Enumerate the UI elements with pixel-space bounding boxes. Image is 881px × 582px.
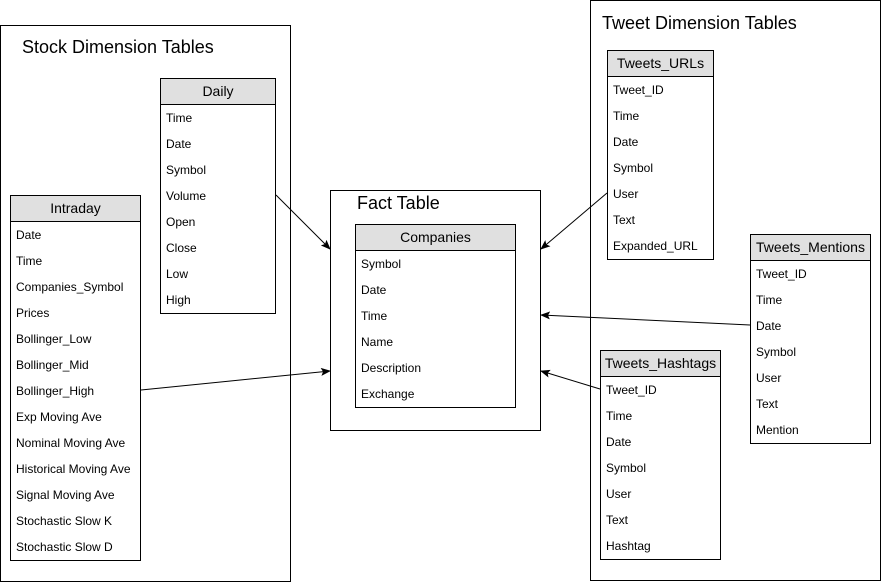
table-field: Time <box>361 309 388 323</box>
table-header: Tweets_Mentions <box>751 235 870 261</box>
table-field: Mention <box>756 423 799 437</box>
table-field: User <box>613 187 639 201</box>
table-field: Time <box>613 109 640 123</box>
table-field: Open <box>166 215 196 229</box>
table-header: Companies <box>356 225 515 251</box>
table-header: Intraday <box>11 196 140 222</box>
table-field: Stochastic Slow D <box>16 540 113 554</box>
table-field: Historical Moving Ave <box>16 462 131 476</box>
table-field: Tweet_ID <box>606 383 657 397</box>
table-field: Text <box>756 397 779 411</box>
stock-group-title: Stock Dimension Tables <box>22 37 214 57</box>
table-field: Low <box>166 267 189 281</box>
table-field: Description <box>361 361 422 375</box>
table-field: Time <box>756 293 783 307</box>
table-field: Volume <box>166 189 207 203</box>
table-field: Name <box>361 335 394 349</box>
table-field: Companies_Symbol <box>16 280 124 294</box>
table-field: Symbol <box>361 257 402 271</box>
table-field: Text <box>613 213 636 227</box>
table-field: Hashtag <box>606 539 651 553</box>
fact-group-title: Fact Table <box>357 193 440 213</box>
table-field: Symbol <box>613 161 654 175</box>
table-header: Daily <box>161 79 275 105</box>
table-field: Exp Moving Ave <box>16 410 102 424</box>
table-field: Symbol <box>166 163 207 177</box>
table-field: Text <box>606 513 629 527</box>
table-field: Date <box>756 319 782 333</box>
table-field: User <box>606 487 632 501</box>
table-field: Date <box>361 283 387 297</box>
table-field: Signal Moving Ave <box>16 488 115 502</box>
table-header: Tweets_Hashtags <box>601 351 720 377</box>
table-field: Date <box>16 228 42 242</box>
table-field: Symbol <box>606 461 647 475</box>
table-field: Bollinger_High <box>16 384 95 398</box>
tweet-group-title: Tweet Dimension Tables <box>602 13 797 33</box>
table-field: Date <box>613 135 639 149</box>
table-field: Date <box>166 137 192 151</box>
table-field: Nominal Moving Ave <box>16 436 126 450</box>
table-field: Symbol <box>756 345 797 359</box>
table-field: Tweet_ID <box>613 83 664 97</box>
table-header: Tweets_URLs <box>608 51 713 77</box>
table-field: Bollinger_Mid <box>16 358 89 372</box>
table-field: High <box>166 293 191 307</box>
table-field: Time <box>16 254 43 268</box>
table-field: User <box>756 371 782 385</box>
table-field: Stochastic Slow K <box>16 514 113 528</box>
table-field: Bollinger_Low <box>16 332 92 346</box>
table-field: Tweet_ID <box>756 267 807 281</box>
table-field: Time <box>606 409 633 423</box>
table-field: Exchange <box>361 387 415 401</box>
table-field: Time <box>166 111 193 125</box>
table-field: Expanded_URL <box>613 239 698 253</box>
table-field: Close <box>166 241 197 255</box>
table-field: Prices <box>16 306 50 320</box>
table-field: Date <box>606 435 632 449</box>
